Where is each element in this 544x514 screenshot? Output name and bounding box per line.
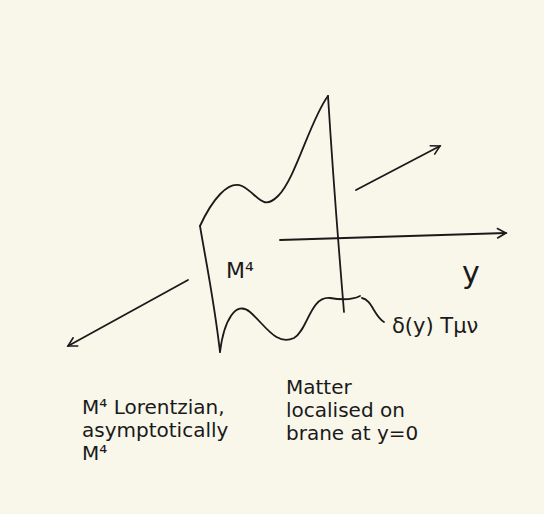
brane-left-edge bbox=[200, 226, 220, 352]
axis-label: y bbox=[462, 256, 502, 291]
brane-right-edge bbox=[328, 96, 344, 312]
manifold-label: M⁴ bbox=[226, 258, 286, 283]
axis-arrow bbox=[356, 146, 440, 190]
axis-arrow bbox=[68, 280, 188, 346]
source-label: δ(y) Tμν bbox=[392, 314, 532, 338]
leader-line bbox=[362, 298, 384, 322]
brane-bottom-edge bbox=[220, 296, 360, 352]
y-axis-arrow bbox=[280, 233, 506, 240]
note-label: Matter localised on brane at y=0 bbox=[286, 376, 436, 445]
manifold-note: M⁴ Lorentzian, asymptotically M⁴ bbox=[82, 396, 232, 465]
brane-top-edge bbox=[200, 96, 328, 226]
